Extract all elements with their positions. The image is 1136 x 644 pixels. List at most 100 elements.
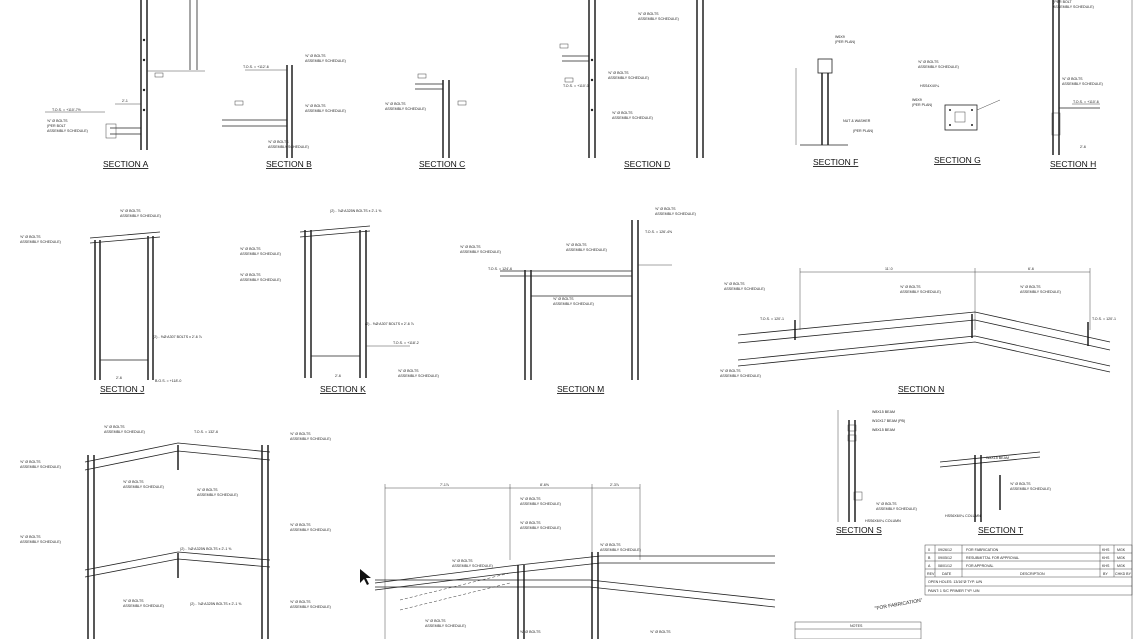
nut-label: NUT & WASHER <box>843 119 871 123</box>
bolts-n-label-2: ASSEMBLY SCHEDULE) <box>724 287 765 291</box>
dim-j-label: 2'-6 <box>116 376 122 380</box>
bolts-n-label-1: ⅝" Ø BOLTS <box>724 282 745 286</box>
w10-s-label: W10X17 BEAM (PB) <box>872 419 905 423</box>
section-j: ⅝" Ø BOLTS ASSEMBLY SCHEDULE) ⅝" Ø BOLTS… <box>20 209 202 394</box>
bolts-d3-label-1: ⅝" Ø BOLTS <box>612 111 633 115</box>
rev-header-desc: DESCRIPTION <box>1020 572 1045 576</box>
paint-note: PAINT: 1 S/C PRIMER TYP. U/N <box>928 589 980 593</box>
bolts-c2-label-1: ⅝" Ø BOLTS <box>520 521 541 525</box>
bolts-g-label-1: ⅝" Ø BOLTS <box>918 60 939 64</box>
for-fabrication-stamp: "FOR FABRICATION" <box>874 598 923 612</box>
bolts-m4-label-2: ASSEMBLY SCHEDULE) <box>553 302 594 306</box>
bolts-c3-label-2: ASSEMBLY SCHEDULE) <box>452 564 493 568</box>
bolts-h2-label-1: (PER BOLT <box>1053 0 1073 4</box>
bolts-c7-label-1: ⅝" Ø BOLTS <box>650 630 671 634</box>
section-m-title: SECTION M <box>557 384 604 394</box>
tos-b-label: T.O.S. = +112'-6 <box>243 65 269 69</box>
hss-g-label: HSS4X4X¼ <box>920 84 940 88</box>
tos-m2-label: T.O.S. = 126'-4⅝ <box>645 230 672 234</box>
bolts-a307-j-label: (2) - ⅝Ø A307 BOLTS x 2'-6 ⅞ <box>153 335 202 339</box>
bolts-t-label-2: ASSEMBLY SCHEDULE) <box>1010 487 1051 491</box>
rev-2-desc: FOR APPROVAL <box>966 564 994 568</box>
bolts-l2-label-2: ASSEMBLY SCHEDULE) <box>104 430 145 434</box>
rev-0-chk: MGK <box>1117 548 1126 552</box>
bolts-c1-label-1: ⅝" Ø BOLTS <box>520 497 541 501</box>
dim-l2-label: 8'-6⅝ <box>540 483 549 487</box>
bolts-a-label-1: ⅝" Ø BOLTS <box>47 119 68 123</box>
w8-s-label: W8X15 BEAM <box>872 410 895 414</box>
section-t: W8X15 BEAM ⅝" Ø BOLTS ASSEMBLY SCHEDULE)… <box>939 451 1051 535</box>
bolts-m4-label-1: ⅝" Ø BOLTS <box>553 297 574 301</box>
section-n-title: SECTION N <box>898 384 944 394</box>
section-m: ⅝" Ø BOLTS ASSEMBLY SCHEDULE) T.O.S. = 1… <box>460 207 696 394</box>
per-plan-f2-label: (PER PLAN) <box>853 129 873 133</box>
section-n: 11'-0 6'-6 ⅝" Ø BOLTS ASSEMBLY SCHEDULE)… <box>720 267 1116 394</box>
rev-0-desc: FOR FABRICATION <box>966 548 999 552</box>
tos-n1-label: T.O.S. = 120'-1 <box>760 317 784 321</box>
section-f: W6X9 (PER PLAN) NUT & WASHER (PER PLAN) … <box>795 35 873 167</box>
tos-m1-label: T.O.S. = 124'-6 <box>488 267 512 271</box>
col-s-label: HSS6X6X¼ COLUMN <box>865 519 901 523</box>
section-c-title: SECTION C <box>419 159 465 169</box>
bolts-a325-l-label: (2) - ⅞Ø A325N BOLTS x 2'-1 ⅝ <box>180 547 231 551</box>
bolts-b3-label-1: ⅝" Ø BOLTS <box>268 140 289 144</box>
bolts-c4-label-1: ⅝" Ø BOLTS <box>600 543 621 547</box>
section-d-title: SECTION D <box>624 159 670 169</box>
tos-l-label: T.O.S. = 132'-6 <box>194 430 218 434</box>
bolts-a325-l2-label: (2) - ⅞Ø A325N BOLTS x 2'-1 ⅝ <box>190 602 241 606</box>
rev-header-date: DATE <box>942 572 952 576</box>
rev-2-chk: MGK <box>1117 564 1126 568</box>
section-b: T.O.S. = +112'-6 ⅝" Ø BOLTS ASSEMBLY SCH… <box>222 54 346 169</box>
bolts-m3-label-1: ⅝" Ø BOLTS <box>655 207 676 211</box>
bolts-m-label-2: ASSEMBLY SCHEDULE) <box>460 250 501 254</box>
bolts-n2-label-1: ⅝" Ø BOLTS <box>900 285 921 289</box>
bolts-k-label-1: ⅝" Ø BOLTS <box>240 247 261 251</box>
bolts-b2-label-2: ASSEMBLY SCHEDULE) <box>305 109 346 113</box>
rev-header-by: BY <box>1103 572 1108 576</box>
bos-j-label: B.O.S. = +118'-0 <box>155 379 181 383</box>
bolts-c3-label-1: ⅝" Ø BOLTS <box>452 559 473 563</box>
bolts-a-label-3: ASSEMBLY SCHEDULE) <box>47 129 88 133</box>
bolts-l6-label-1: ⅝" Ø BOLTS <box>20 535 41 539</box>
bolts-b2-label-1: ⅝" Ø BOLTS <box>305 104 326 108</box>
rev-0-by: KHS <box>1102 548 1110 552</box>
rev-0-date: 09/26/12 <box>938 548 952 552</box>
bolts-l9-label-2: ASSEMBLY SCHEDULE) <box>290 605 331 609</box>
dim-a-label: 2'-1 <box>122 99 128 103</box>
bolts-k3-label-2: ASSEMBLY SCHEDULE) <box>398 374 439 378</box>
bolts-j-label-2: ASSEMBLY SCHEDULE) <box>120 214 161 218</box>
rev-0-id: 0 <box>928 548 930 552</box>
bolts-b3-label-2: ASSEMBLY SCHEDULE) <box>268 145 309 149</box>
bolts-a307-k-label: (2) - ⅝Ø A307 BOLTS x 2'-6 ⅞ <box>365 322 414 326</box>
bolts-l8-label-2: ASSEMBLY SCHEDULE) <box>123 604 164 608</box>
dim-l3-label: 2'-3⅞ <box>610 483 619 487</box>
rev-1-by: KHS <box>1102 556 1110 560</box>
bolts-l4-label-2: ASSEMBLY SCHEDULE) <box>123 485 164 489</box>
bolts-t-label-1: ⅝" Ø BOLTS <box>1010 482 1031 486</box>
tos-a-label: T.O.S. = +110'-7½ <box>52 108 81 112</box>
section-g: ⅝" Ø BOLTS ASSEMBLY SCHEDULE) HSS4X4X¼ W… <box>912 60 1001 165</box>
section-j-title: SECTION J <box>100 384 144 394</box>
bolts-m3-label-2: ASSEMBLY SCHEDULE) <box>655 212 696 216</box>
revision-table: 0 09/26/12 FOR FABRICATION KHS MGK B 09/… <box>924 544 1133 596</box>
bolts-l5-label-1: ⅝" Ø BOLTS <box>197 488 218 492</box>
bolts-l-label-2: ASSEMBLY SCHEDULE) <box>20 465 61 469</box>
bolts-l2-label-1: ⅝" Ø BOLTS <box>104 425 125 429</box>
bolts-l3-label-2: ASSEMBLY SCHEDULE) <box>290 437 331 441</box>
col-t-label: HSS6X6X¼ COLUMN <box>945 514 981 518</box>
bolts-l4-label-1: ⅝" Ø BOLTS <box>123 480 144 484</box>
rev-header-chk: CHKD BY <box>1115 572 1132 576</box>
bolts-d2-label-1: ⅝" Ø BOLTS <box>608 71 629 75</box>
mouse-cursor-icon <box>360 569 371 585</box>
bolts-n4-label-2: ASSEMBLY SCHEDULE) <box>720 374 761 378</box>
bolts-a325-k-label: (2) - ⅞Ø A325N BOLTS x 2'-1 ⅝ <box>330 209 381 213</box>
bolts-c4-label-2: ASSEMBLY SCHEDULE) <box>600 548 641 552</box>
bolts-j2-label-2: ASSEMBLY SCHEDULE) <box>20 240 61 244</box>
bolts-l-label-1: ⅝" Ø BOLTS <box>20 460 41 464</box>
tos-d-label: T.O.S. = +110'-0 <box>563 84 589 88</box>
notes-title: NOTES <box>850 624 863 628</box>
bolts-k2-label-1: ⅝" Ø BOLTS <box>240 273 261 277</box>
bolts-n2-label-2: ASSEMBLY SCHEDULE) <box>900 290 941 294</box>
rev-2-id: A <box>928 564 931 568</box>
